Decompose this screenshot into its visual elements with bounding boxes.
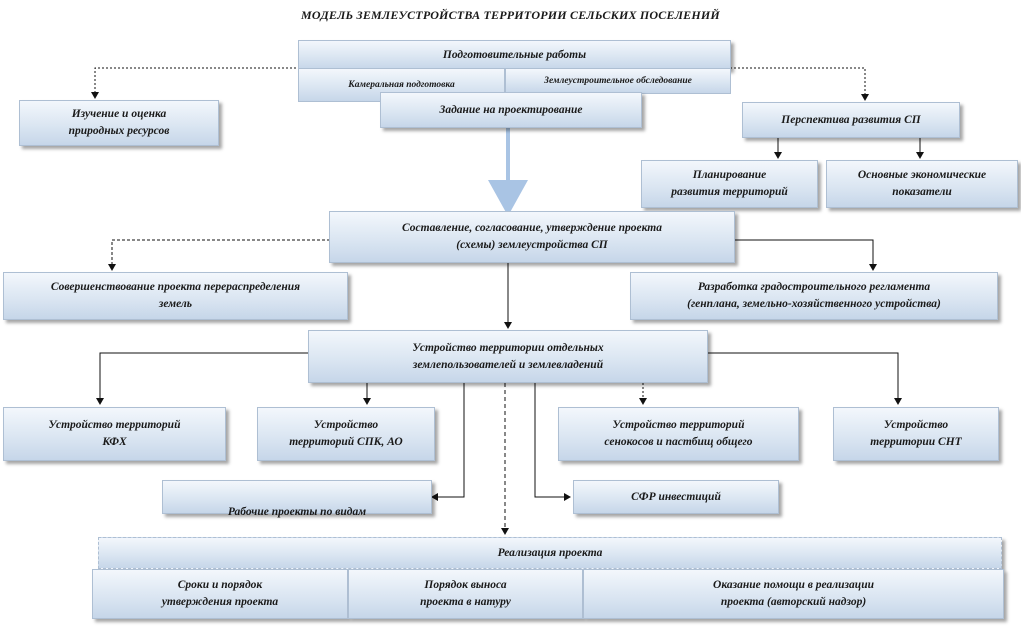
node-work-projects: Рабочие проекты по видам - [162,480,432,551]
diagram-title: МОДЕЛЬ ЗЕМЛЕУСТРОЙСТВА ТЕРРИТОРИИ СЕЛЬСК… [301,8,720,22]
node-task: Задание на проектирование [380,92,642,128]
node-staking: Порядок выноса проекта в натуру [348,569,583,619]
node-pastures: Устройство территорий сенокосов и пастби… [558,407,799,461]
node-implementation: Реализация проекта [98,537,1002,569]
node-natural-resources: Изучение и оценка природных ресурсов [19,100,219,146]
link-compose-to-urban-regulation [735,239,877,271]
link-prep-to-natural-resources [91,67,300,99]
node-snt: Устройство территории СНТ [833,407,999,461]
link-land-to-kfh [96,352,308,405]
link-land-to-snt [708,352,902,405]
link-land-to-sfr [534,383,571,501]
work-projects-label: Рабочие проекты по видам [227,506,367,518]
node-economic: Основные экономические показатели [826,160,1018,208]
node-compose: Составление, согласование, утверждение п… [329,211,735,263]
node-planning: Планирование развития территорий [641,160,818,208]
node-individual-land: Устройство территории отдельных землепол… [308,330,708,383]
node-urban-regulation: Разработка градостроительного регламента… [630,272,998,320]
node-perspective: Перспектива развития СП [742,102,960,138]
node-spk: Устройство территорий СПК, АО [257,407,435,461]
node-survey: Землеустроительное обследование [505,68,731,94]
node-prep-works: Подготовительные работы [298,40,731,70]
node-sfr: СФР инвестиций [573,480,779,514]
node-improve-redistribution: Совершенствование проекта перераспределе… [3,272,348,320]
node-assistance: Оказание помощи в реализации проекта (ав… [583,569,1004,619]
link-compose-to-redistribution [108,239,330,271]
link-land-to-work-projects [431,383,465,501]
node-terms: Сроки и порядок утверждения проекта [92,569,348,619]
node-kfh: Устройство территорий КФХ [3,407,226,461]
link-prep-to-perspective [730,67,869,101]
